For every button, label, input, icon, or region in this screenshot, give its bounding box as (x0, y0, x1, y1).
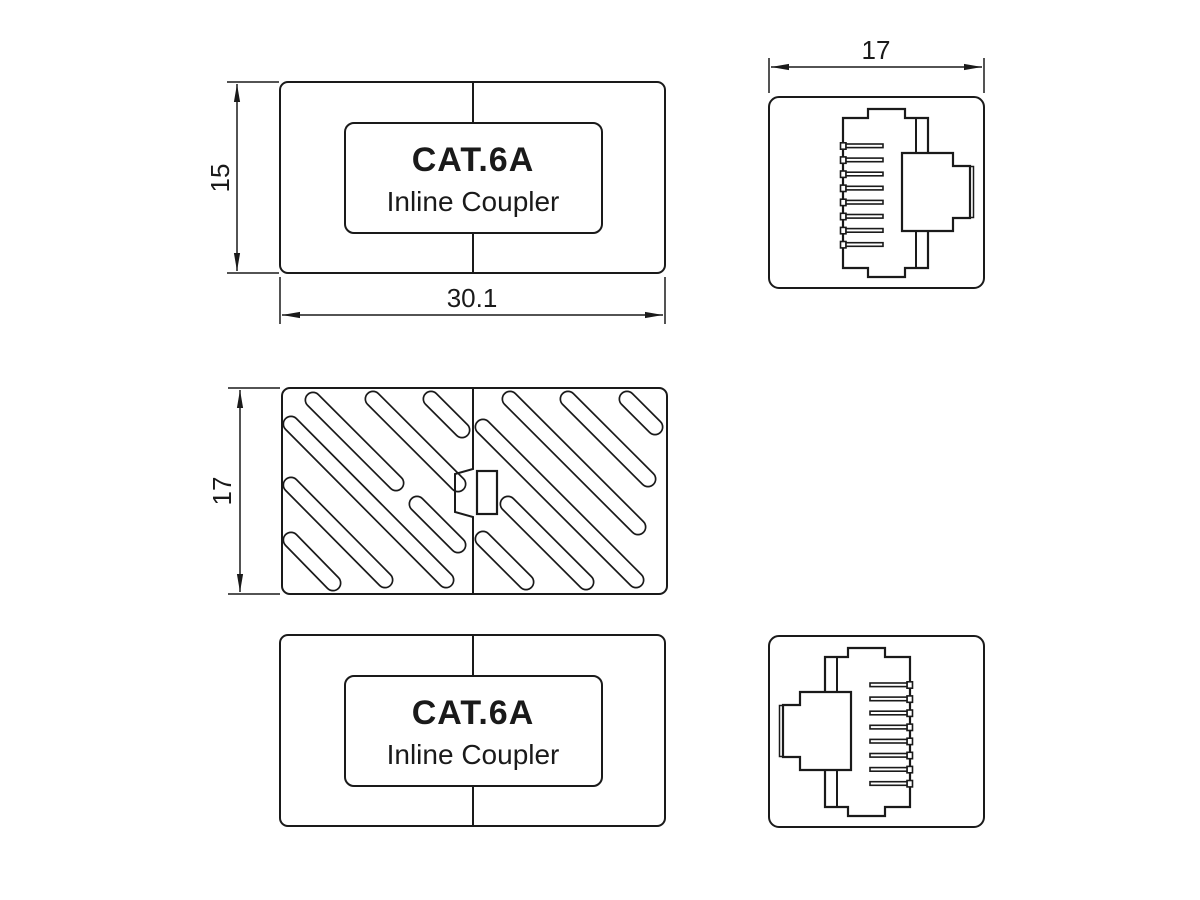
dimension-front-width: 17 (768, 35, 985, 93)
dimension-text-30-1: 30.1 (447, 283, 498, 313)
side-view-bottom: CAT.6A Inline Coupler (279, 634, 666, 827)
dimension-text-17-height: 17 (207, 477, 237, 506)
end-view-top: 17 (767, 35, 986, 290)
rj45-front-body (767, 95, 986, 290)
dimension-side-height: 15 (205, 81, 279, 274)
label-cat6a: CAT.6A (412, 141, 535, 179)
label-cat6a: CAT.6A (412, 694, 535, 732)
dimension-text-17-width: 17 (862, 35, 891, 65)
label-inline-coupler: Inline Coupler (387, 186, 560, 217)
top-view-middle: 17 (207, 387, 668, 595)
label-inline-coupler: Inline Coupler (387, 739, 560, 770)
dimension-side-width: 30.1 (279, 277, 666, 324)
dimension-text-15: 15 (205, 164, 235, 193)
latch-window (475, 469, 499, 516)
end-view-bottom (767, 634, 986, 829)
rj45-front-body-mirrored (767, 634, 986, 829)
side-view-top: CAT.6A Inline Coupler 15 30.1 (205, 81, 666, 324)
coupler-top-body (281, 387, 668, 595)
grip-slots-right (474, 390, 664, 591)
dimension-top-height: 17 (207, 387, 280, 595)
grip-slots-left (282, 390, 471, 592)
center-split-line (454, 388, 474, 594)
